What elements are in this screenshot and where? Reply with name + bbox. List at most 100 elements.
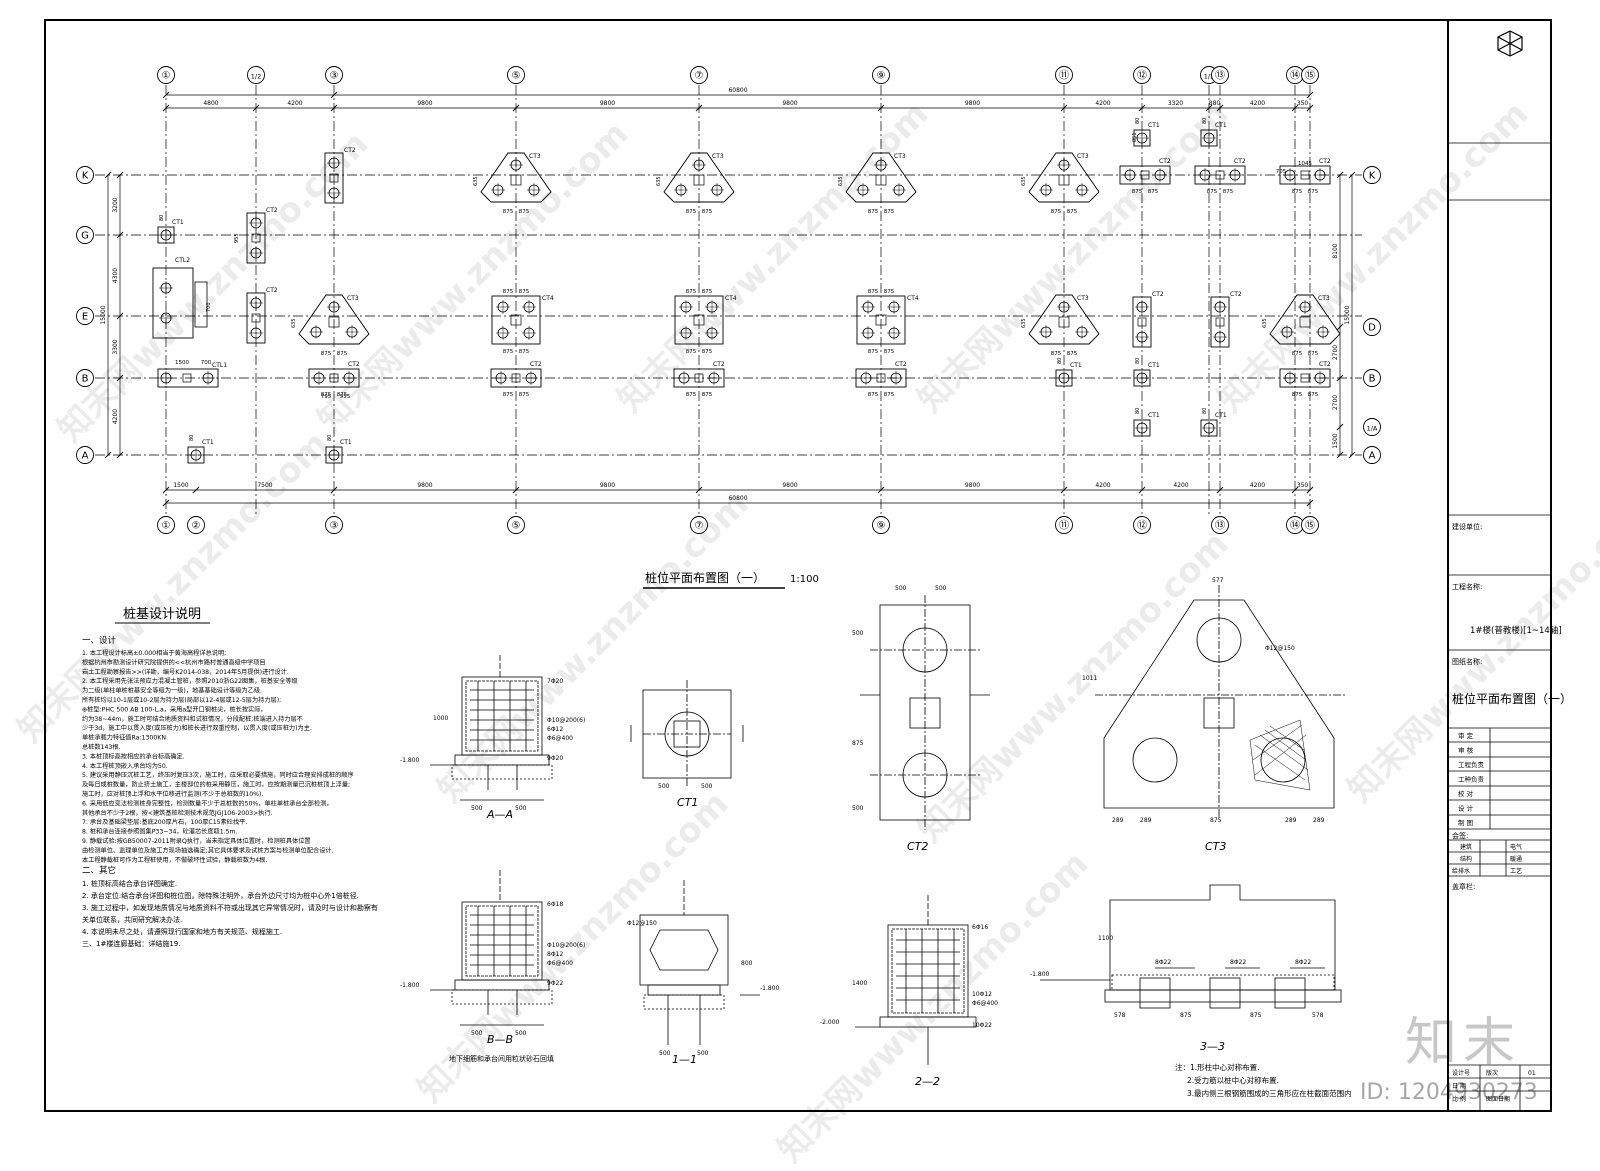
cap-ctl1: CTL1 1500 700 bbox=[157, 360, 227, 388]
version-number: 01 bbox=[1528, 1070, 1536, 1077]
detail-aa-rebar-1: 7Φ20 bbox=[547, 678, 563, 685]
cap-1a-13-outline bbox=[1200, 419, 1218, 437]
cap-k-12-dim-2: 875 bbox=[1148, 189, 1159, 195]
cap-ctl2-dim: 700 bbox=[206, 302, 212, 312]
cap-ctl1-column bbox=[182, 373, 192, 383]
cap-b-ct2-3-dim-2: 875 bbox=[884, 392, 895, 398]
cap-b-3-outline bbox=[308, 368, 360, 388]
axis-grid bbox=[95, 85, 1362, 515]
cap-ctl1-dim-1: 1500 bbox=[175, 360, 189, 366]
detail-ct3-plan bbox=[1095, 585, 1345, 818]
detail-11 bbox=[639, 880, 760, 1045]
footer-label-3: 比 例 bbox=[1452, 1095, 1466, 1103]
axis-bottom-3: ③ bbox=[330, 521, 339, 532]
top-dim-label-4: 9800 bbox=[600, 100, 615, 107]
detail-bb-elev: -1.800 bbox=[400, 982, 420, 989]
right-total-dim-tick-1 bbox=[1348, 171, 1356, 179]
detail-33-elev: -1.800 bbox=[1030, 971, 1050, 978]
axis-top-10: ⑬ bbox=[1215, 70, 1225, 82]
cap-b-ct2-3-label: CT2 bbox=[895, 361, 907, 368]
top-dim-tick-2 bbox=[252, 104, 260, 112]
detail-aa-rebar-5: 9Φ20 bbox=[547, 755, 563, 762]
cap-k-ct3-1-column bbox=[510, 174, 522, 186]
cap-b-14-outline bbox=[1279, 368, 1331, 388]
top-dim-label-1: 4800 bbox=[203, 100, 218, 107]
bottom-dim-label-10: 350 bbox=[1297, 482, 1309, 489]
cap-b-ct2-1-dim-2: 875 bbox=[519, 392, 530, 398]
detail-33-dim-5: 578 bbox=[1312, 1012, 1324, 1019]
detail-bb-rebar-5: 9Φ22 bbox=[547, 980, 563, 987]
cap-e-ct4-3-label: CT4 bbox=[907, 295, 919, 302]
cap-e-ct4-3-dim-1: 875 bbox=[868, 349, 879, 355]
footer-label-1: 设计号 bbox=[1452, 1069, 1470, 1077]
cap-k-12-outline bbox=[1119, 165, 1171, 185]
cap-e-ct4-2-label: CT4 bbox=[725, 295, 737, 302]
cap-k-ct3-3-column bbox=[875, 174, 887, 186]
axis-top-5-circle bbox=[690, 66, 708, 84]
cap-e-3-outline bbox=[298, 294, 370, 345]
cap-d-13-column bbox=[1215, 317, 1225, 327]
bottom-dim-label-5: 9800 bbox=[782, 482, 797, 489]
cap-e-ct4-3-outline bbox=[856, 295, 906, 345]
left-dim-label-1: 3200 bbox=[112, 197, 119, 212]
sign-label: 会签: bbox=[1452, 831, 1468, 840]
cap-k-14-outline bbox=[1279, 165, 1331, 185]
axis-top-7-circle bbox=[1055, 66, 1073, 84]
cap-k-12-dim-1: 875 bbox=[1132, 189, 1143, 195]
detail-33-dim-2: 578 bbox=[1114, 1012, 1126, 1019]
cap-k-ct3-2-column bbox=[693, 174, 705, 186]
cap-k-ct3-3-dim-2: 875 bbox=[884, 209, 895, 215]
detail-33-dim-1: 1100 bbox=[1098, 935, 1113, 942]
cap-g-2-label: CT2 bbox=[266, 207, 278, 214]
detail-ct2-dim-3: 875 bbox=[852, 740, 864, 747]
image-id: ID: 1204930273 bbox=[1360, 1080, 1538, 1105]
bottom-total-dim-label: 60800 bbox=[728, 495, 747, 502]
cap-k-14-dim-1: 705 bbox=[1276, 169, 1287, 175]
role-label-1: 审 定 bbox=[1458, 731, 1474, 740]
cap-b-11-dim: 80 bbox=[1057, 358, 1063, 364]
bottom-dim-label-9: 4200 bbox=[1250, 482, 1265, 489]
cap-k-13-label: CT2 bbox=[1234, 158, 1246, 165]
axis-bottom-6: ⑨ bbox=[877, 521, 886, 532]
axis-bottom-11-circle bbox=[1301, 516, 1319, 534]
detail-ct1-dim-2: 500 bbox=[701, 783, 713, 790]
row-right-2: D bbox=[1368, 323, 1376, 334]
cap-e-ct4-1-dim-2: 875 bbox=[519, 349, 530, 355]
top-dim-tick-1 bbox=[162, 104, 170, 112]
axis-bottom-9-circle bbox=[1211, 516, 1229, 534]
notes-line-1-15: 及每日成桩数量，防止挤土施工，主楼部位的桩采用静压，施工时，应按期测量已沉桩桩顶… bbox=[82, 781, 350, 789]
notes-line-2-5: 4. 本说明未尽之处，请遵照现行国家和地方有关规范、规程施工. bbox=[82, 927, 282, 936]
cap-b-ct2-3: CT2 875 875 bbox=[855, 361, 907, 398]
sign-cell-1: 建筑 bbox=[1460, 843, 1472, 851]
notes-section-1: 一、设计 bbox=[82, 635, 117, 646]
cap-ctl1-label: CTL1 bbox=[212, 362, 227, 369]
right-total-dim-label-1: 15000 bbox=[1344, 305, 1351, 324]
top-dim-tick-8 bbox=[1138, 104, 1146, 112]
top-total-dim-tick-2 bbox=[330, 91, 338, 99]
cap-ctl1-dim-2: 700 bbox=[201, 360, 212, 366]
row-left-3: E bbox=[82, 312, 88, 323]
detail-ct3-dim-1011: 1011 bbox=[1082, 675, 1097, 682]
cap-k-ct3-1-label: CT3 bbox=[529, 153, 541, 160]
cap-a-2-outline bbox=[187, 446, 205, 464]
cap-b-ct2-1-label: CT2 bbox=[530, 361, 542, 368]
row-right-1: K bbox=[1369, 171, 1376, 182]
cap-e-ct4-1-label: CT4 bbox=[542, 295, 554, 302]
axis-top-9: 1/2 bbox=[1204, 73, 1214, 81]
cap-top-12-dim: 80 bbox=[1135, 118, 1141, 124]
detail-bb-rebar-4: Φ6@400 bbox=[547, 960, 573, 967]
cap-b-ct2-3-dim-1: 875 bbox=[868, 392, 879, 398]
row-left-4-circle bbox=[76, 369, 94, 387]
detail-aa-dim-2: 500 bbox=[515, 805, 527, 812]
cap-1a-13-dim: 80 bbox=[1202, 408, 1208, 414]
cap-g-2: CT2 bbox=[246, 207, 278, 264]
cap-ctl2-beam bbox=[194, 281, 208, 328]
cap-k-ct3-4-dim-2: 875 bbox=[1067, 209, 1078, 215]
